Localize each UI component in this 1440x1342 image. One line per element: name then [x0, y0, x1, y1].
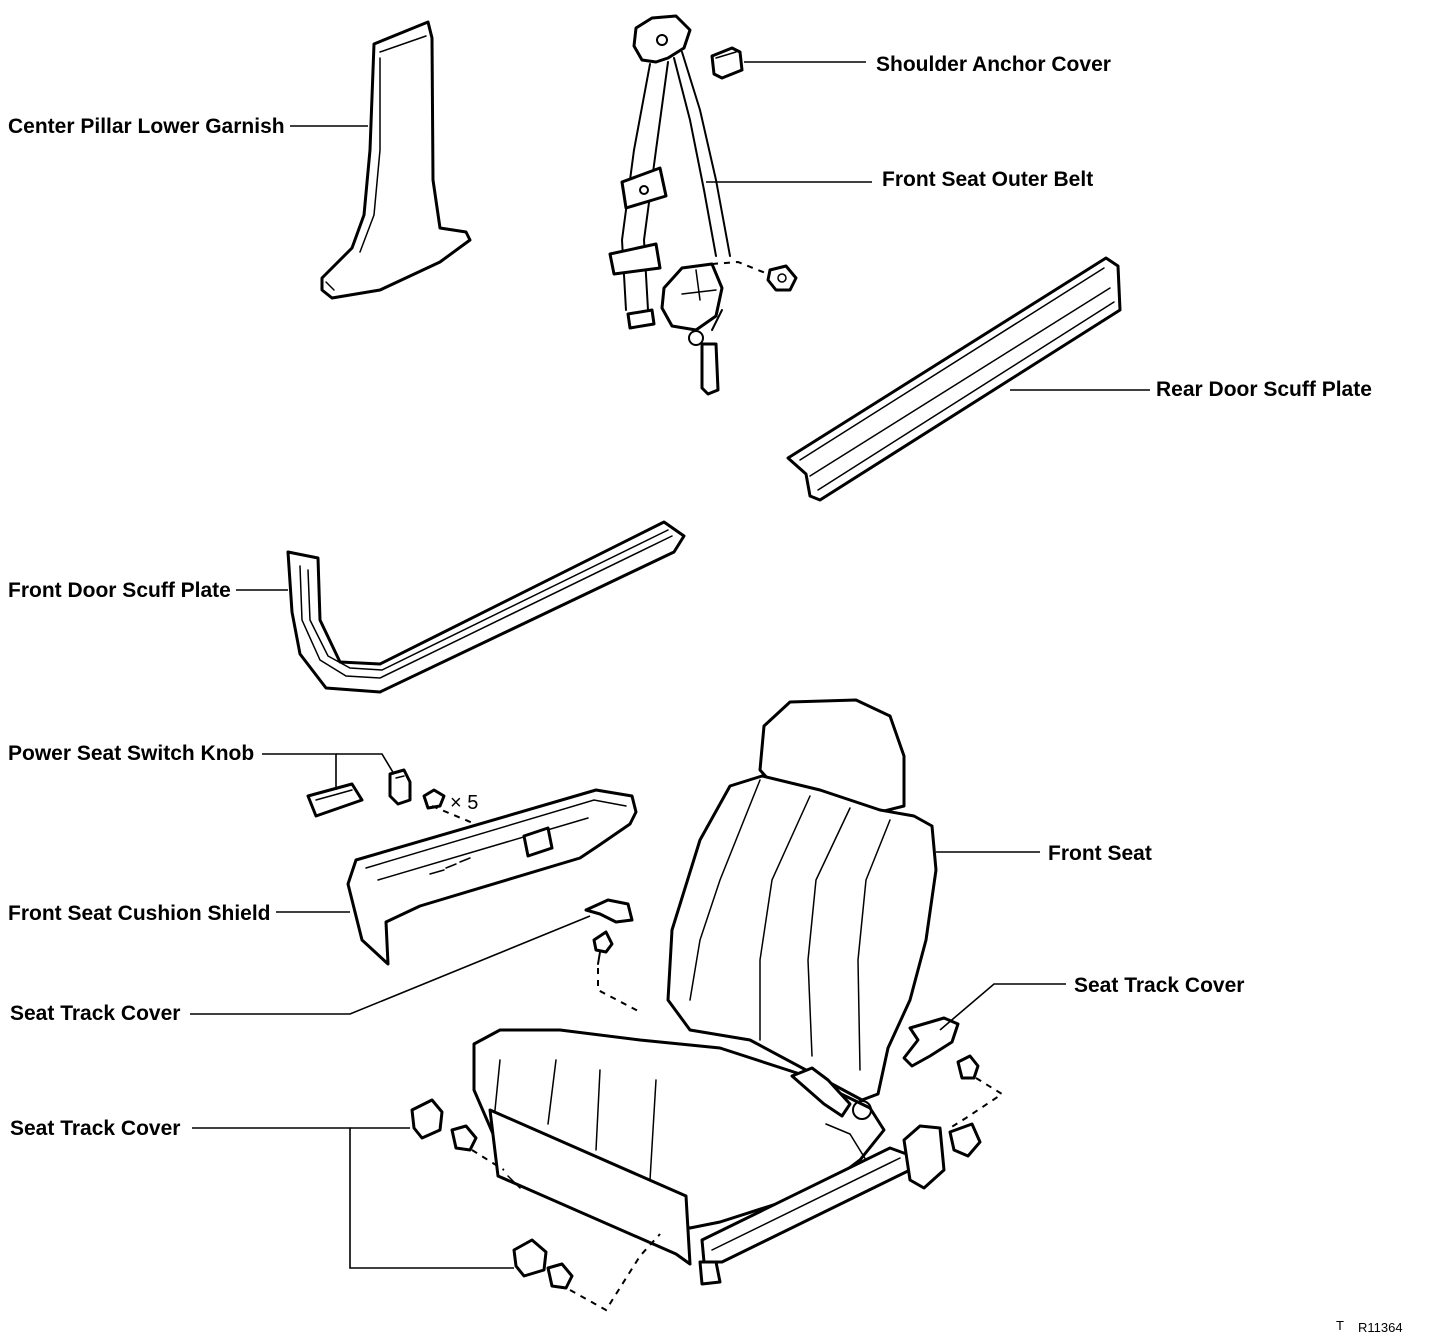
- seat-track-bottom-bolt-lower: [546, 1262, 574, 1290]
- front-door-scuff-plate-part: [286, 520, 686, 694]
- label-power-seat-switch-knob: Power Seat Switch Knob: [8, 742, 254, 765]
- figure-code: R11364: [1358, 1320, 1403, 1335]
- rear-door-scuff-plate-part: [786, 256, 1122, 502]
- label-front-seat-outer-belt: Front Seat Outer Belt: [882, 168, 1093, 191]
- label-front-seat: Front Seat: [1048, 842, 1152, 865]
- seat-track-cover-right-part: [902, 1016, 960, 1068]
- seat-track-middle-bolt: [592, 930, 614, 965]
- label-seat-track-cover-bottom: Seat Track Cover: [10, 1117, 180, 1140]
- quantity-note: × 5: [450, 792, 478, 814]
- seat-track-right-bolt: [956, 1054, 980, 1080]
- switch-knob-screw: [422, 788, 446, 810]
- seat-track-cover-bottom-lower-part: [512, 1238, 548, 1278]
- seat-track-bottom-bolt-upper: [450, 1124, 478, 1152]
- seat-track-cover-bottom-upper-part: [410, 1098, 444, 1140]
- center-pillar-lower-garnish-part: [320, 20, 472, 300]
- label-front-door-scuff-plate: Front Door Scuff Plate: [8, 579, 231, 602]
- belt-anchor-bolt: [766, 264, 798, 292]
- label-shoulder-anchor-cover: Shoulder Anchor Cover: [876, 53, 1111, 76]
- label-seat-track-cover-right: Seat Track Cover: [1074, 974, 1244, 997]
- label-rear-door-scuff-plate: Rear Door Scuff Plate: [1156, 378, 1372, 401]
- label-seat-track-cover-middle: Seat Track Cover: [10, 1002, 180, 1025]
- label-center-pillar-lower-garnish: Center Pillar Lower Garnish: [8, 115, 285, 138]
- front-seat-cushion-shield-part: [346, 788, 638, 966]
- leader-lines: [190, 61, 1150, 1269]
- figure-code-prefix: T: [1336, 1318, 1344, 1333]
- front-seat-outer-belt-part: [608, 14, 731, 396]
- shoulder-anchor-cover-part: [710, 46, 744, 80]
- label-front-seat-cushion-shield: Front Seat Cushion Shield: [8, 902, 271, 925]
- front-seat-part: [472, 698, 982, 1286]
- seat-track-cover-middle-part: [584, 898, 634, 924]
- power-seat-switch-knob-part: [306, 768, 412, 818]
